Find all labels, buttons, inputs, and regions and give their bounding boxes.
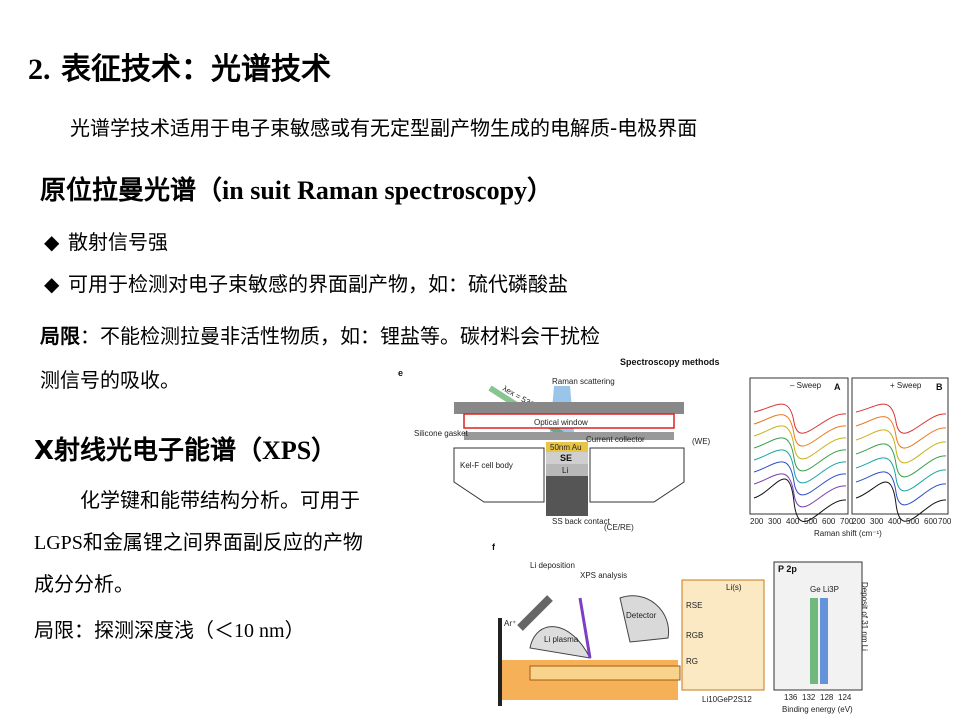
raman-limit-line1: 局限：不能检测拉曼非活性物质，如：锂盐等。碳材料会干扰检	[40, 320, 600, 349]
xps-heading-en: （XPS）	[236, 436, 338, 465]
silicone-label: Silicone gasket	[414, 429, 469, 438]
be-tick: 136	[784, 693, 798, 702]
ge-li3p-label: Ge Li3P	[810, 585, 839, 594]
xps-limit-en: ＜10 nm	[214, 620, 285, 642]
xps-limit: 局限：探测深度浅（＜10 nm）	[34, 614, 305, 643]
raman-bullet-2: ◆ 可用于检测对电子束敏感的界面副产物，如：硫代磷酸盐	[44, 268, 568, 297]
raman-cell-schematic: Raman scattering λex = 531 nm Optical wi…	[414, 377, 711, 532]
rse-label: RSE	[686, 601, 702, 610]
li-plasma-label: Li plasma	[544, 635, 579, 644]
diamond-bullet-icon: ◆	[44, 272, 60, 296]
be-label: Binding energy (eV)	[782, 705, 853, 714]
xps-para-line2: LGPS和金属锂之间界面副反应的产物	[34, 526, 363, 555]
tick-label: 600	[822, 517, 836, 526]
sweep-a-label: – Sweep	[790, 381, 822, 390]
se-label: SE	[560, 453, 572, 463]
raman-heading-en: （in suit Raman spectroscopy）	[196, 176, 554, 205]
panel-letter-f: f	[492, 542, 496, 552]
sweep-b-label: + Sweep	[890, 381, 922, 390]
xps-heading-cn: X射线光电子能谱	[34, 436, 237, 466]
tick-label: 500	[906, 517, 920, 526]
xps-para-line1: 化学键和能带结构分析。可用于	[80, 488, 360, 512]
panel-b-label: B	[936, 382, 943, 392]
xps-limit-cn: 局限：探测深度浅（	[34, 618, 214, 642]
tick-label: 200	[852, 517, 866, 526]
tick-label: 200	[750, 517, 764, 526]
title-text: 表征技术：光谱技术	[60, 52, 331, 87]
page-title: 2. 表征技术：光谱技术	[28, 44, 331, 88]
figure-caption: Spectroscopy methods	[620, 357, 720, 367]
raman-scattering-label: Raman scattering	[552, 377, 615, 386]
we-label: (WE)	[692, 437, 711, 446]
subtitle: 光谱学技术适用于电子束敏感或有无定型副产物生成的电解质-电极界面	[70, 116, 698, 140]
au-label: 50nm Au	[550, 443, 582, 452]
raman-limit-line2: 测信号的吸收。	[40, 368, 180, 392]
li-s-label: Li(s)	[726, 583, 742, 592]
tick-label: 300	[870, 517, 884, 526]
rgb-label: RGB	[686, 631, 703, 640]
p2p-label: P 2p	[778, 564, 797, 574]
panel-a-label: A	[834, 382, 841, 392]
tick-label: 400	[888, 517, 902, 526]
xps-analysis-label: XPS analysis	[580, 571, 627, 580]
xps-para-line3: 成分分析。	[34, 572, 134, 596]
raman-limit-text: ：不能检测拉曼非活性物质，如：锂盐等。碳材料会干扰检	[80, 324, 600, 348]
raman-x-axis: 200 300 400 500 600 700 200 300 400 500 …	[750, 517, 952, 538]
raman-heading-cn: 原位拉曼光谱	[40, 176, 197, 206]
current-collector-label: Current collector	[586, 435, 645, 444]
ar-label: Ar⁺	[504, 619, 516, 628]
be-tick: 128	[820, 693, 834, 702]
xps-heading: X射线光电子能谱（XPS）	[34, 430, 337, 467]
tick-label: 500	[804, 517, 818, 526]
tick-label: 600	[924, 517, 938, 526]
raman-xlabel: Raman shift (cm⁻¹)	[814, 529, 882, 538]
detector-label: Detector	[626, 611, 657, 620]
li-label: Li	[562, 466, 568, 475]
be-tick: 132	[802, 693, 816, 702]
raman-spectrum-a: A – Sweep	[749, 377, 849, 522]
cere-label: (CE/RE)	[604, 523, 634, 532]
raman-spectrum-b: B + Sweep	[851, 377, 949, 522]
bullet-text: 可用于检测对电子束敏感的界面副产物，如：硫代磷酸盐	[68, 272, 568, 296]
optical-window-label: Optical window	[534, 418, 588, 427]
kelf-label: Kel-F cell body	[460, 461, 513, 470]
raman-heading: 原位拉曼光谱（in suit Raman spectroscopy）	[40, 170, 553, 207]
bullet-text: 散射信号强	[68, 230, 168, 254]
tick-label: 700	[938, 517, 952, 526]
raman-limit-label: 局限	[40, 324, 80, 348]
ssback-label: SS back contact	[552, 517, 611, 526]
xps-figure: f Li plasma Ar⁺ Li deposition XPS analys…	[492, 542, 869, 714]
be-tick: 124	[838, 693, 852, 702]
title-number: 2.	[28, 53, 51, 86]
diamond-bullet-icon: ◆	[44, 230, 60, 254]
xps-limit-end: ）	[284, 618, 305, 642]
deposit-label: Deposit of 31 nm Li	[860, 582, 869, 651]
tick-label: 700	[840, 517, 854, 526]
xps-para-line2-cn: 和金属锂之间界面副反应的产物	[82, 530, 363, 554]
raman-bullet-1: ◆ 散射信号强	[44, 226, 168, 255]
raman-figure: e Spectroscopy methods Raman scattering …	[398, 357, 952, 538]
li-deposition-label: Li deposition	[530, 561, 575, 570]
panel-letter-e: e	[398, 368, 403, 378]
tick-label: 300	[768, 517, 782, 526]
lgps-label: Li10GeP2S12	[702, 695, 752, 704]
xps-lgps: LGPS	[34, 532, 83, 554]
tick-label: 400	[786, 517, 800, 526]
rg-label: RG	[686, 657, 698, 666]
